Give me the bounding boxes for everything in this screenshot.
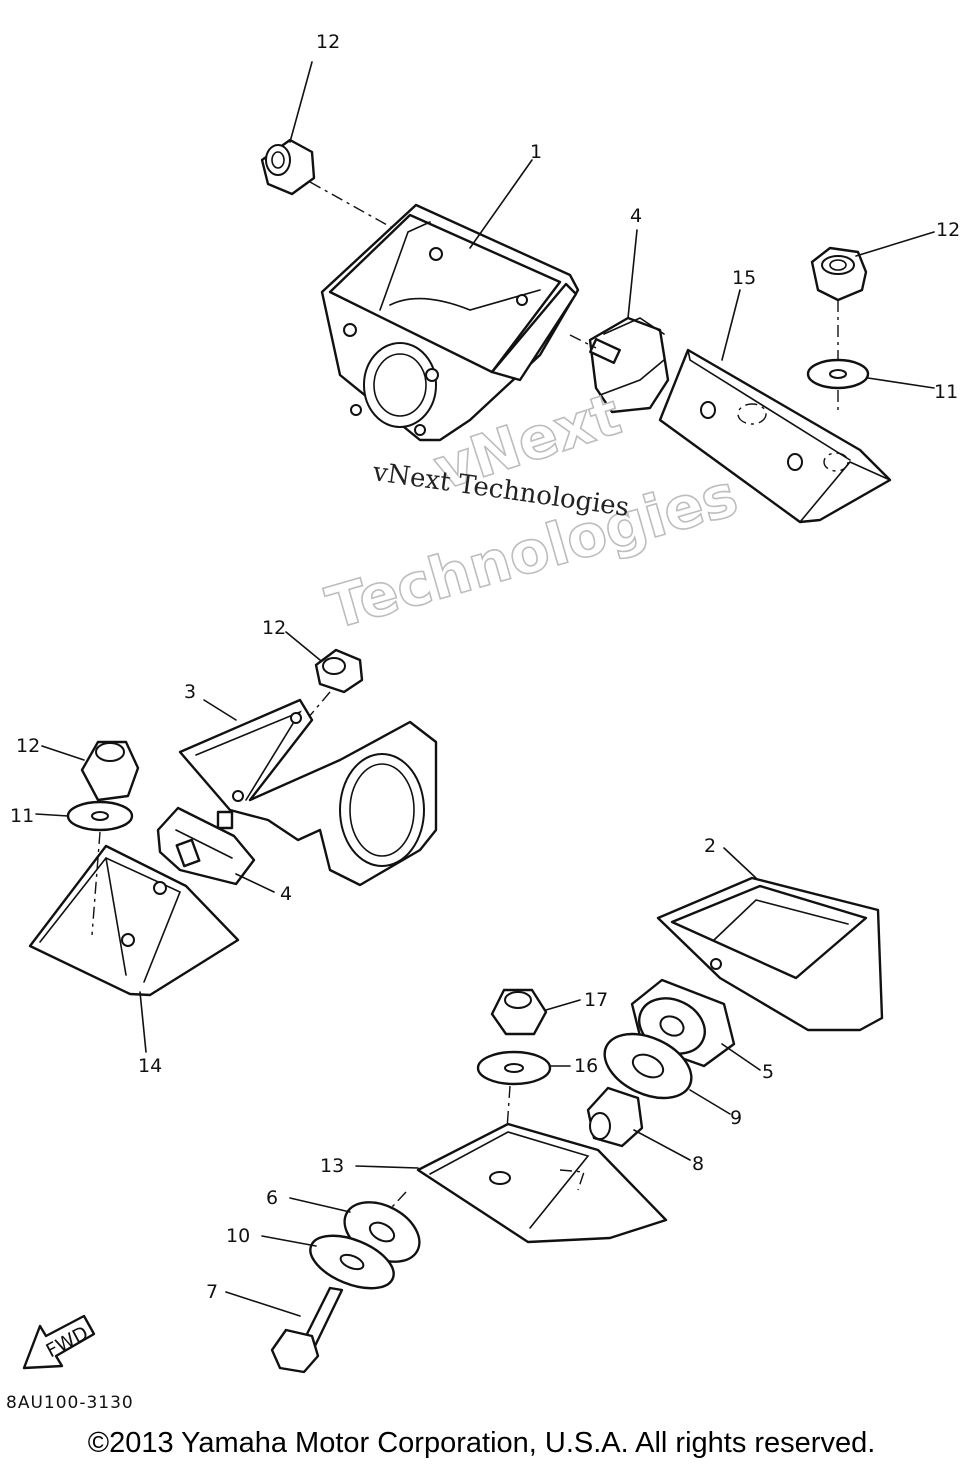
plate-14 bbox=[28, 844, 240, 997]
washer-11-left bbox=[66, 800, 134, 832]
rubber-mount-4-top bbox=[588, 316, 670, 414]
washer-9 bbox=[603, 1032, 693, 1100]
callout-12: 12 bbox=[316, 31, 340, 53]
washer-16 bbox=[476, 1050, 552, 1086]
callout-6: 6 bbox=[266, 1187, 278, 1209]
forward-direction-icon: FWD bbox=[22, 1314, 96, 1370]
callout-12: 12 bbox=[936, 219, 960, 241]
drawing-code: 8AU100-3130 bbox=[6, 1393, 134, 1413]
callout-15: 15 bbox=[732, 267, 756, 289]
callout-4: 4 bbox=[630, 205, 642, 227]
callout-11: 11 bbox=[10, 805, 34, 827]
callout-3: 3 bbox=[184, 681, 196, 703]
callout-17: 17 bbox=[584, 989, 608, 1011]
washer-11-top bbox=[806, 358, 870, 390]
callout-16: 16 bbox=[574, 1055, 598, 1077]
callout-13: 13 bbox=[320, 1155, 344, 1177]
callout-12: 12 bbox=[16, 735, 40, 757]
callout-4: 4 bbox=[280, 883, 292, 905]
bracket-2 bbox=[656, 876, 884, 1032]
nut-12-top-right bbox=[810, 246, 868, 302]
collar-8 bbox=[586, 1086, 644, 1148]
callout-14: 14 bbox=[138, 1055, 162, 1077]
plate-15 bbox=[658, 348, 892, 524]
nut-12-left-upper bbox=[314, 648, 364, 694]
callout-7: 7 bbox=[206, 1281, 218, 1303]
callout-2: 2 bbox=[704, 835, 716, 857]
nut-12-left bbox=[80, 740, 140, 802]
bracket-3 bbox=[178, 698, 438, 887]
callout-1: 1 bbox=[530, 141, 542, 163]
callout-10: 10 bbox=[226, 1225, 250, 1247]
callout-labels: 12 1 4 15 12 11 12 3 12 11 4 14 2 17 5 1… bbox=[10, 31, 960, 1303]
nut-17 bbox=[490, 988, 548, 1036]
callout-5: 5 bbox=[762, 1061, 774, 1083]
rubber-mount-4-left bbox=[156, 806, 256, 886]
callout-9: 9 bbox=[730, 1107, 742, 1129]
plate-13 bbox=[416, 1122, 668, 1244]
bolt-7 bbox=[270, 1286, 344, 1374]
callout-11: 11 bbox=[934, 381, 958, 403]
nut-12-top bbox=[260, 138, 316, 196]
callout-8: 8 bbox=[692, 1153, 704, 1175]
washer-10 bbox=[309, 1234, 395, 1290]
callout-12: 12 bbox=[262, 617, 286, 639]
bracket-1 bbox=[320, 203, 580, 442]
leader-lines bbox=[35, 61, 935, 1317]
copyright-notice: ©2013 Yamaha Motor Corporation, U.S.A. A… bbox=[87, 1427, 876, 1459]
